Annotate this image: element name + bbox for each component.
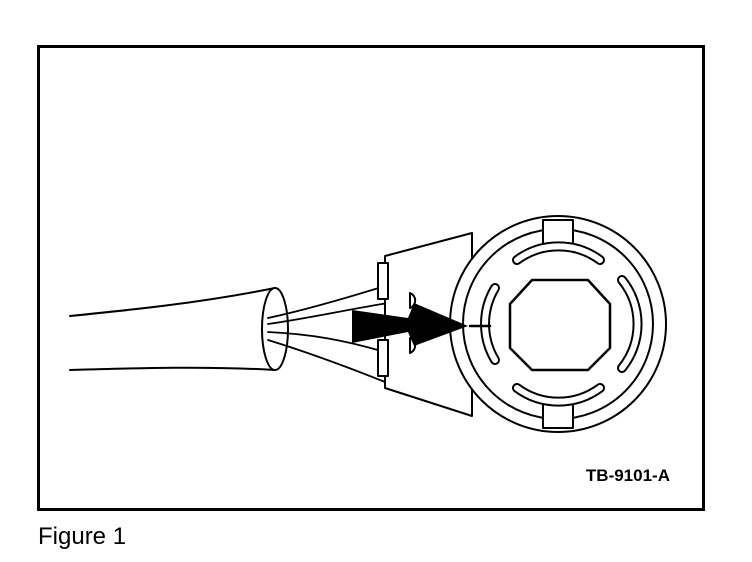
- figure-code-label: TB-9101-A: [585, 466, 670, 485]
- figure-caption: Figure 1: [38, 523, 127, 550]
- figure-frame: TB-9101-A: [37, 45, 705, 511]
- connector-wires: [267, 285, 389, 383]
- cable-jacket: [69, 287, 289, 371]
- connector-face: [449, 215, 667, 433]
- connector-diagram: [69, 215, 667, 433]
- arrow-pointer-icon: [352, 303, 468, 346]
